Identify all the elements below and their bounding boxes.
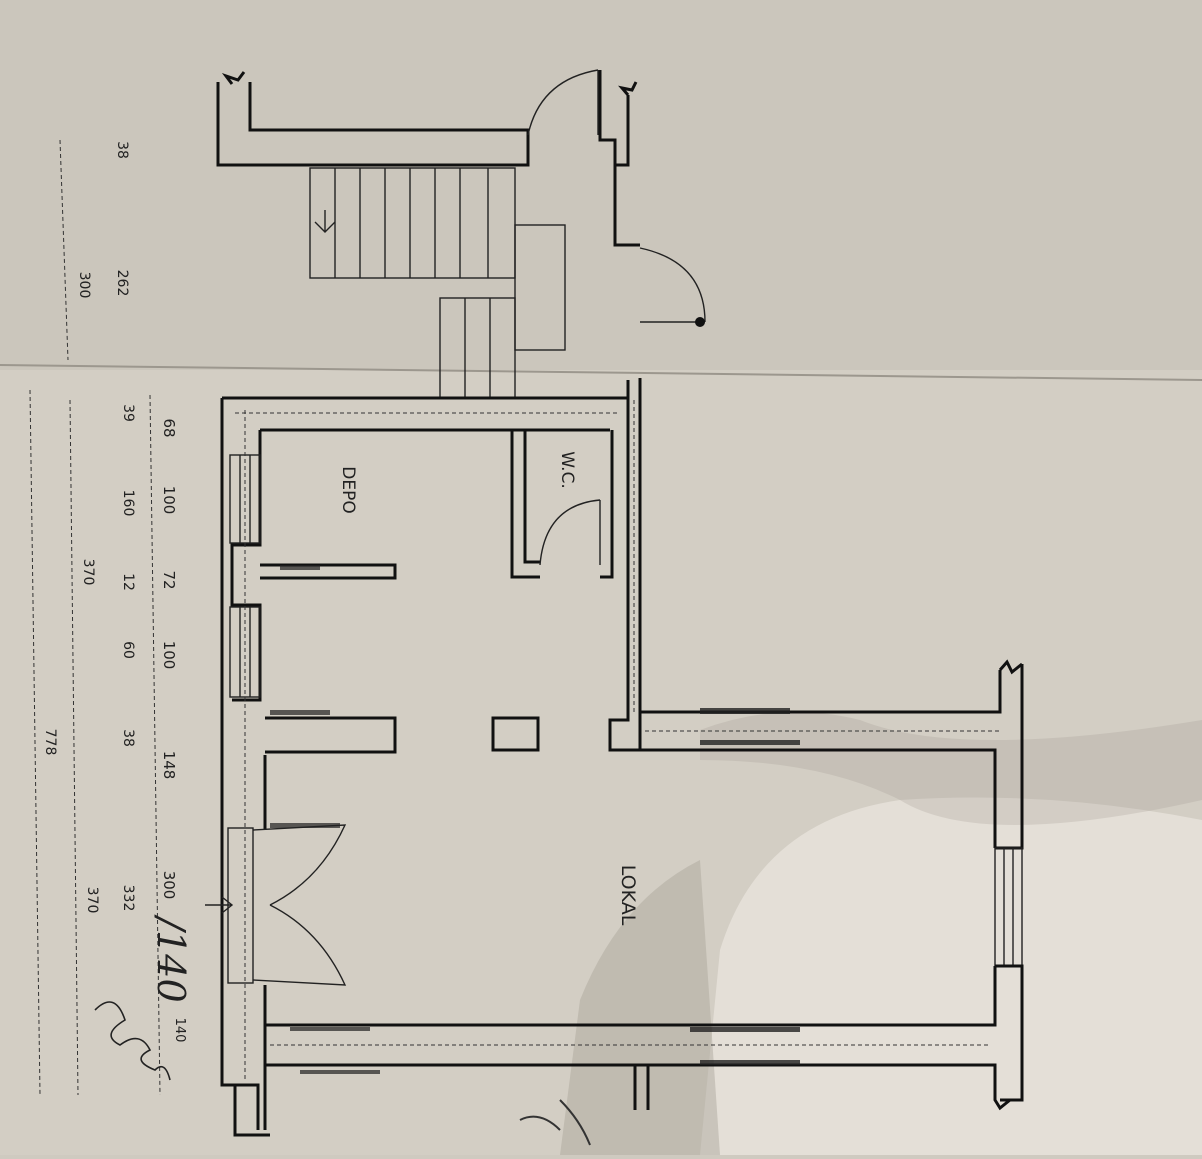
dim-row2-38: 38 <box>120 729 136 747</box>
signature-scribble <box>94 1001 171 1081</box>
left-outer-wall <box>220 398 260 1130</box>
stair-hall-top-wall <box>216 82 530 167</box>
right-corridor-wall <box>608 378 642 752</box>
dim-row1-100a: 100 <box>160 486 178 515</box>
handwritten-small: 140 <box>172 1018 187 1043</box>
lokal-right-wall-lower <box>995 964 1024 1102</box>
dim-line-total <box>29 389 41 1096</box>
room-label-wc: W.C. <box>557 451 577 489</box>
left-inner-wall-a <box>230 430 262 702</box>
hand-shadow <box>560 860 720 1155</box>
paper-fold-line <box>0 364 1202 381</box>
dim-total-778: 778 <box>42 729 58 756</box>
wall-break-mark <box>221 71 246 85</box>
dim-row2-39: 39 <box>120 404 136 422</box>
dim-row2-12: 12 <box>120 573 136 591</box>
depo-partition <box>260 563 397 580</box>
shadow-streak <box>700 712 1202 825</box>
dim-row2-60: 60 <box>120 641 136 659</box>
upper-paper-sheet <box>0 0 1202 370</box>
wall-break-mark-2 <box>618 81 638 96</box>
handwritten-area: /140 <box>149 913 193 1002</box>
dim-38-top: 38 <box>114 141 130 159</box>
dimension-labels: 38 262 300 68 100 72 100 148 300 39 160 … <box>42 141 178 913</box>
bottom-left-wall-end <box>233 1085 270 1137</box>
dim-line-row1 <box>149 394 161 1096</box>
entrance-arrow <box>205 896 234 914</box>
bottom-wall-stub <box>633 1065 650 1110</box>
wall-break-mark-3 <box>998 659 1023 675</box>
dim-row1-148: 148 <box>160 751 178 780</box>
dim-row2-332: 332 <box>120 885 136 912</box>
middle-partition <box>265 716 397 754</box>
dim-line-row3 <box>69 399 79 1096</box>
lokal-top-wall-inner <box>640 748 997 848</box>
handwritten-notes: /140 140 <box>94 913 591 1146</box>
dim-row1-300: 300 <box>160 871 178 900</box>
dim-300-top: 300 <box>76 272 92 299</box>
dim-row1-100b: 100 <box>160 641 178 670</box>
wc-door-swing <box>539 499 601 566</box>
dim-262: 262 <box>114 270 130 297</box>
entrance-door-right <box>252 904 347 986</box>
stair-hall <box>216 69 706 399</box>
dim-row2-160: 160 <box>120 490 136 517</box>
side-door-swing <box>639 247 706 323</box>
wc-inner-wall <box>523 430 540 564</box>
stair-hall-right-wall-a <box>598 70 630 167</box>
dim-row3-370b: 370 <box>84 887 100 914</box>
wc-walls <box>510 430 614 579</box>
door-hinge <box>695 317 705 327</box>
stair-hall-right-wall-b <box>613 165 640 247</box>
dim-row1-72: 72 <box>160 570 178 589</box>
stair-flight <box>309 167 516 279</box>
main-floor <box>205 378 1024 1137</box>
structural-column <box>491 716 540 752</box>
hall-door-swing <box>527 69 599 136</box>
dimension-lines <box>29 139 161 1096</box>
lokal-bottom-wall-inner <box>265 966 997 1027</box>
edge-scribble <box>519 1099 591 1146</box>
room-label-depo: DEPO <box>338 466 358 513</box>
room-label-lokal: LOKAL <box>617 865 639 926</box>
dim-row3-370a: 370 <box>80 559 96 586</box>
dim-row1-68: 68 <box>160 418 178 437</box>
dim-line-top <box>59 139 69 361</box>
entrance-door-left <box>252 824 347 906</box>
stair-landing <box>514 224 566 351</box>
